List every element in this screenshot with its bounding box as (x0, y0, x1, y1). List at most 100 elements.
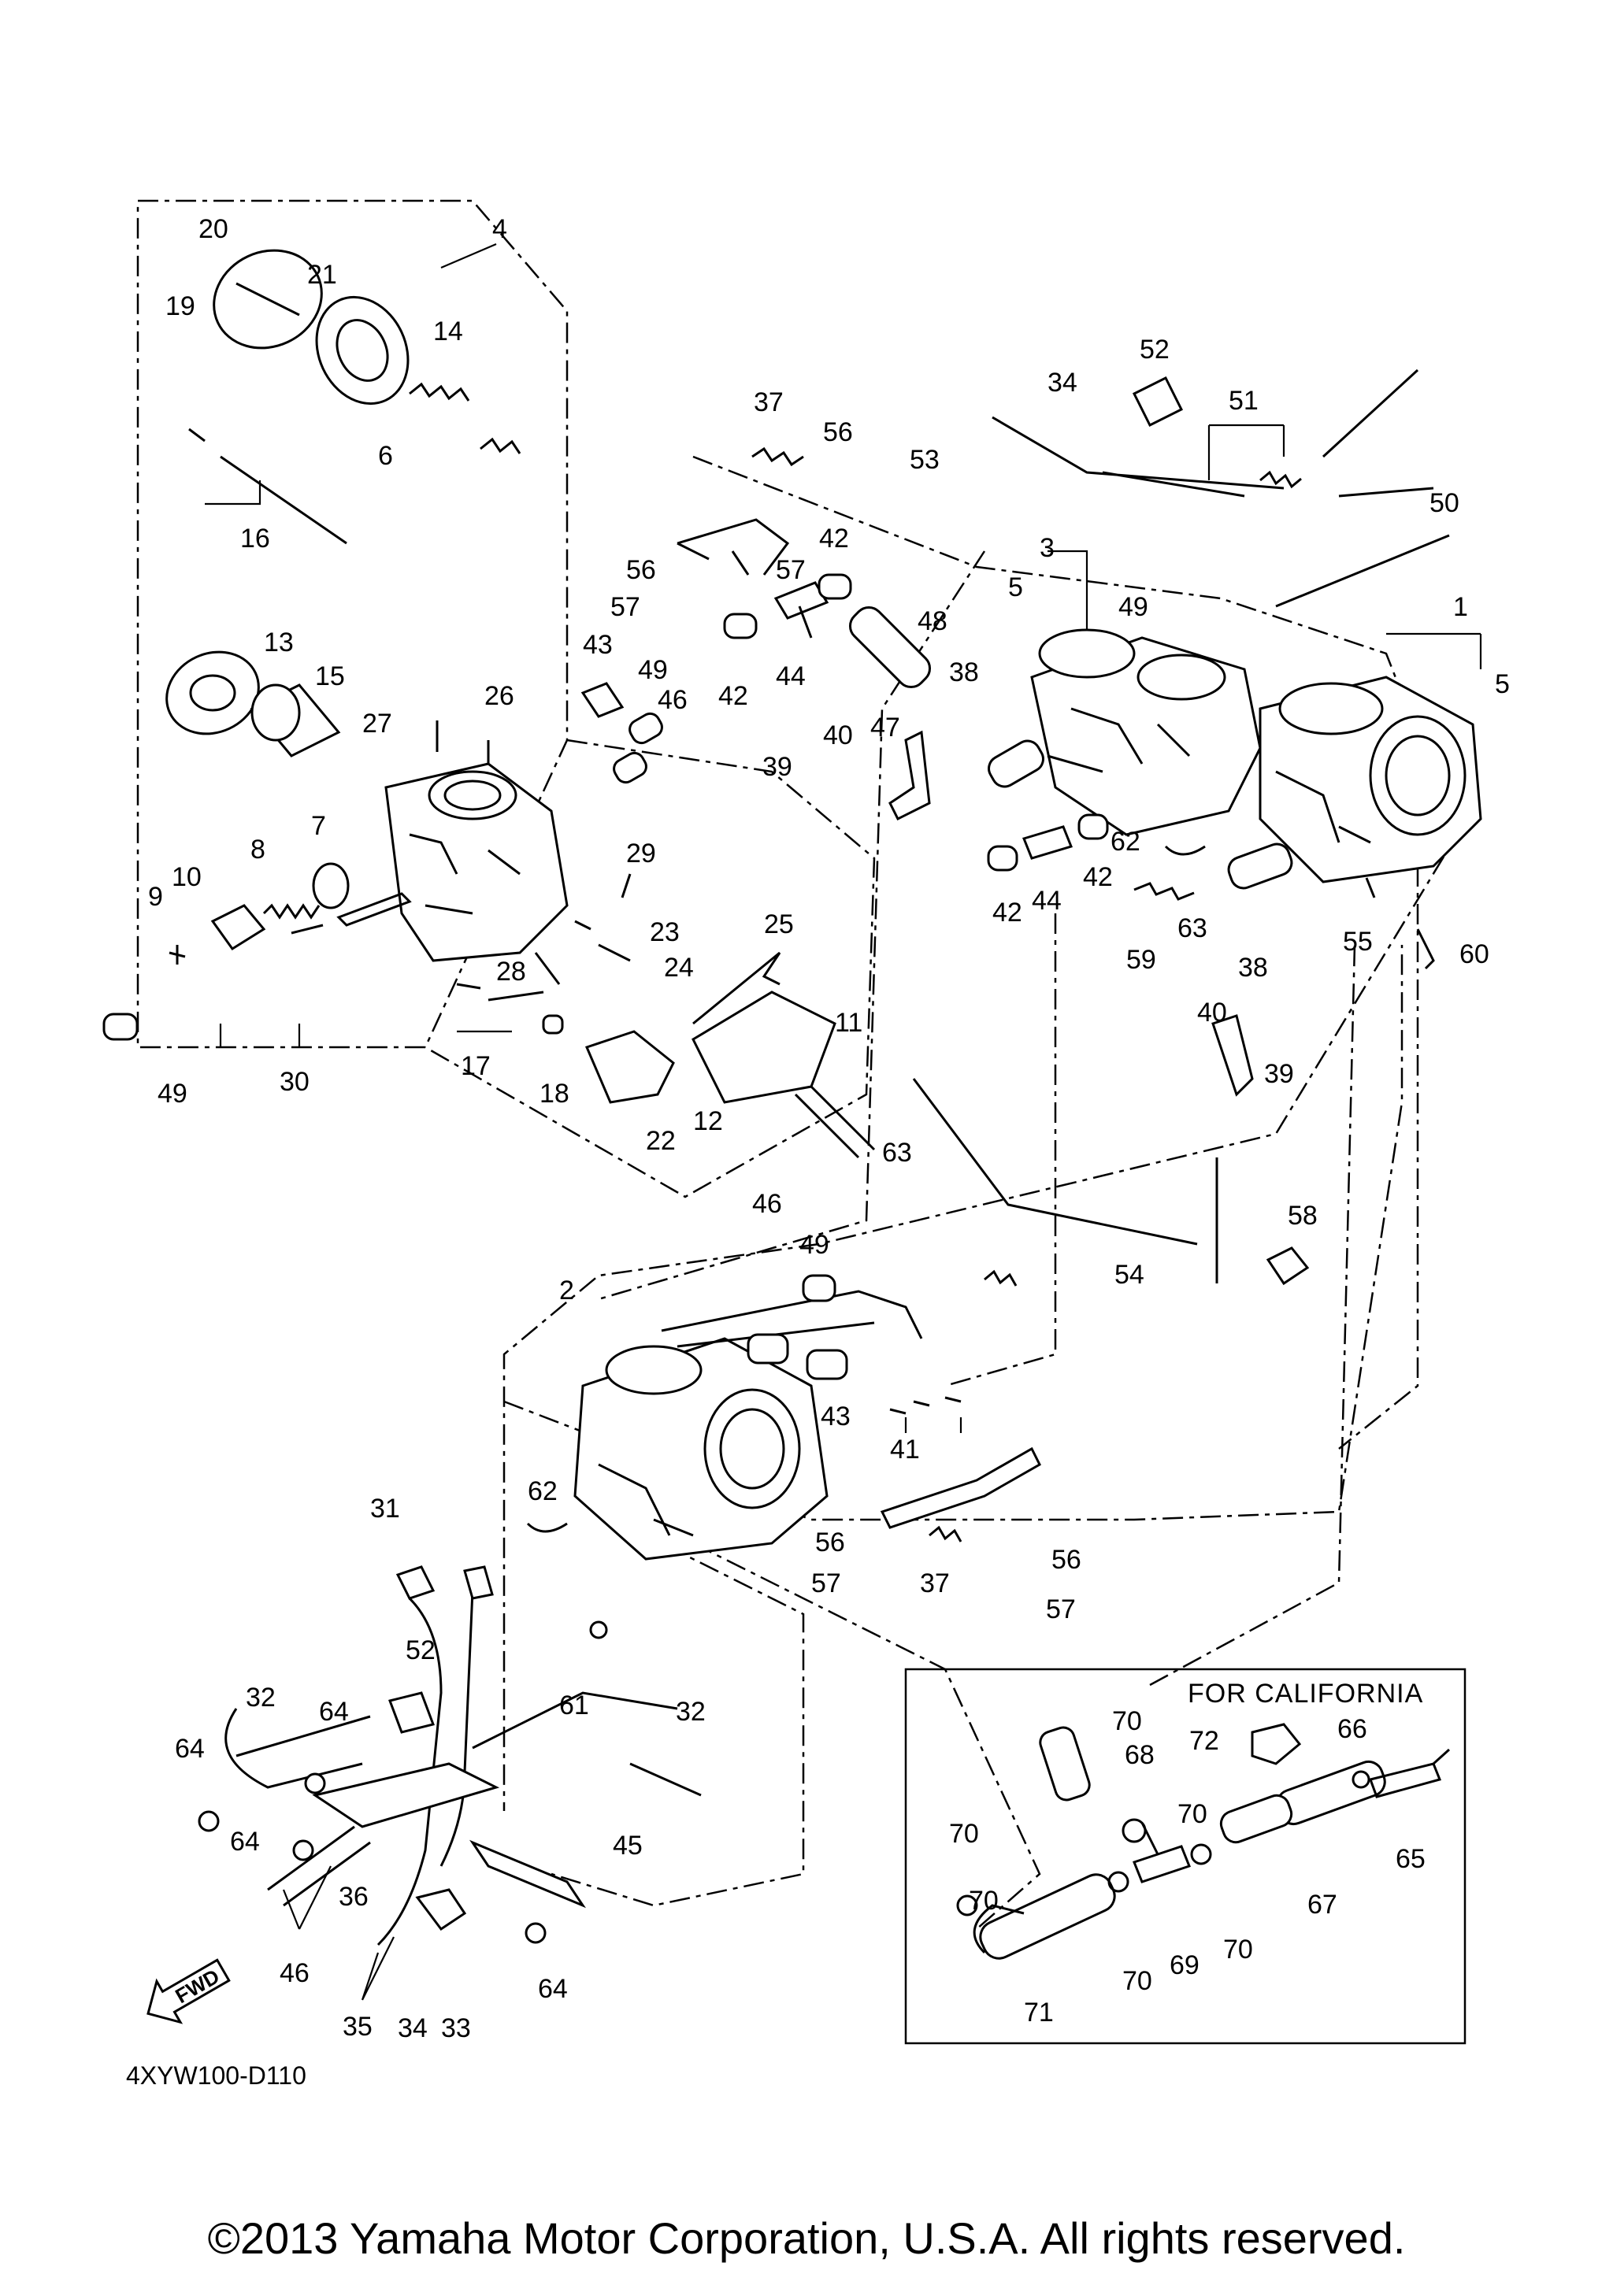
callout-40b: 40 (1197, 998, 1227, 1028)
callout-43b: 43 (821, 1402, 851, 1431)
grommet-64d (525, 1922, 547, 1944)
leader-46c (282, 1865, 332, 1930)
parts-art (102, 249, 1482, 1946)
grommet-64a (198, 1810, 220, 1832)
callout-42c: 42 (1083, 862, 1113, 892)
callout-18: 18 (540, 1079, 569, 1109)
bracket-25 (692, 951, 781, 1025)
carb-2-side-inner (719, 1408, 785, 1490)
carb-3-detail (1047, 707, 1191, 773)
linkage-lower (661, 1290, 923, 1348)
callout-58: 58 (1288, 1201, 1318, 1231)
callout-46b: 46 (752, 1189, 782, 1219)
callout-56b: 56 (626, 555, 656, 585)
callout-49a: 49 (158, 1079, 187, 1109)
hose-63-left (794, 1085, 876, 1159)
callout-7: 7 (311, 811, 326, 841)
callout-63a: 63 (882, 1138, 912, 1168)
fitting-65 (1369, 1748, 1451, 1798)
carb-4-detail (409, 833, 521, 915)
callout-23: 23 (650, 917, 680, 947)
cover-25 (692, 991, 836, 1104)
callout-38b: 38 (1238, 953, 1268, 983)
spring-8 (262, 903, 321, 920)
callout-26: 26 (484, 681, 514, 711)
connector-31 (395, 1565, 436, 1600)
california-box-title: FOR CALIFORNIA (1188, 1679, 1423, 1709)
rod-54 (912, 1078, 1198, 1246)
callout-65: 65 (1396, 1844, 1426, 1874)
callout-32a: 32 (246, 1683, 276, 1713)
carb-4-bore-inner (443, 780, 502, 811)
callout-36: 36 (339, 1882, 369, 1912)
hose-38-mid (988, 739, 1044, 788)
callout-57d: 57 (1046, 1594, 1076, 1624)
linkage-arm-top (677, 518, 790, 576)
spring-14b (480, 437, 521, 454)
callout-69: 69 (1170, 1950, 1200, 1980)
screw-55 (1365, 877, 1376, 898)
callout-5b: 5 (1495, 669, 1510, 699)
diagram-code: 4XYW100-D110 (126, 2061, 306, 2090)
copyright-notice: ©2013 Yamaha Motor Corporation, U.S.A. A… (207, 2213, 1406, 2263)
callout-70d: 70 (1223, 1935, 1253, 1965)
spring-51 (1259, 470, 1302, 489)
hose-62-right (1164, 845, 1206, 856)
callout-22: 22 (646, 1126, 676, 1156)
callout-49d: 49 (799, 1230, 829, 1260)
callout-72: 72 (1189, 1726, 1219, 1756)
callout-30: 30 (280, 1067, 310, 1097)
spring-lower (984, 1269, 1018, 1287)
screws-41 (889, 1396, 962, 1415)
leader-16 (205, 480, 261, 505)
assembly-4-inner-outline (425, 739, 876, 1198)
needle-16 (188, 428, 347, 545)
t-fitting-69 (1133, 1822, 1191, 1883)
callout-64a: 64 (319, 1697, 349, 1727)
grommet-64c (292, 1839, 314, 1861)
cap-43-lower (806, 1349, 848, 1380)
elbow-43 (580, 682, 625, 718)
carb-body-4 (384, 762, 569, 962)
hose-38-right (1227, 842, 1293, 890)
callout-57c: 57 (811, 1568, 841, 1598)
callout-39b: 39 (1264, 1059, 1294, 1089)
hose-47 (848, 605, 932, 689)
callout-44a: 44 (776, 661, 806, 691)
callout-42d: 42 (992, 898, 1022, 928)
callout-56a: 56 (823, 417, 853, 447)
callout-6: 6 (378, 441, 393, 471)
cover-inner (235, 282, 300, 317)
rod-51-top (992, 416, 1285, 498)
cap-49-lower (802, 1274, 836, 1302)
harness-branch-2 (472, 1691, 678, 1750)
california-box-frame (904, 1668, 1467, 2045)
callout-10: 10 (172, 862, 202, 892)
callout-41: 41 (890, 1435, 920, 1465)
spring-37-lower (929, 1525, 962, 1542)
callout-52a: 52 (1140, 335, 1170, 365)
callout-31: 31 (370, 1494, 400, 1524)
callout-49b: 49 (638, 655, 668, 685)
callout-17: 17 (461, 1051, 491, 1081)
callout-53: 53 (910, 445, 940, 475)
jet-30 (291, 892, 412, 935)
long-bolt (1275, 534, 1450, 608)
callout-33: 33 (441, 2013, 471, 2043)
connector-52-lower (388, 1691, 435, 1734)
adjuster-58 (1266, 1246, 1310, 1286)
cover-10 (210, 904, 266, 951)
carb-1-side-inner (1385, 735, 1451, 817)
spring-14 (409, 382, 470, 402)
cap-42-top-b (818, 573, 852, 600)
cap-42-right-b (1077, 813, 1109, 840)
callout-51: 51 (1229, 386, 1259, 416)
callout-13: 13 (264, 628, 294, 657)
bracket-harness (312, 1762, 500, 1828)
callout-20: 20 (198, 214, 228, 244)
callout-49c: 49 (1118, 592, 1148, 622)
hose-62-lower (526, 1522, 568, 1533)
bolt-50 (1322, 368, 1434, 498)
callout-56d: 56 (1051, 1545, 1081, 1575)
leader-41 (904, 1417, 962, 1433)
